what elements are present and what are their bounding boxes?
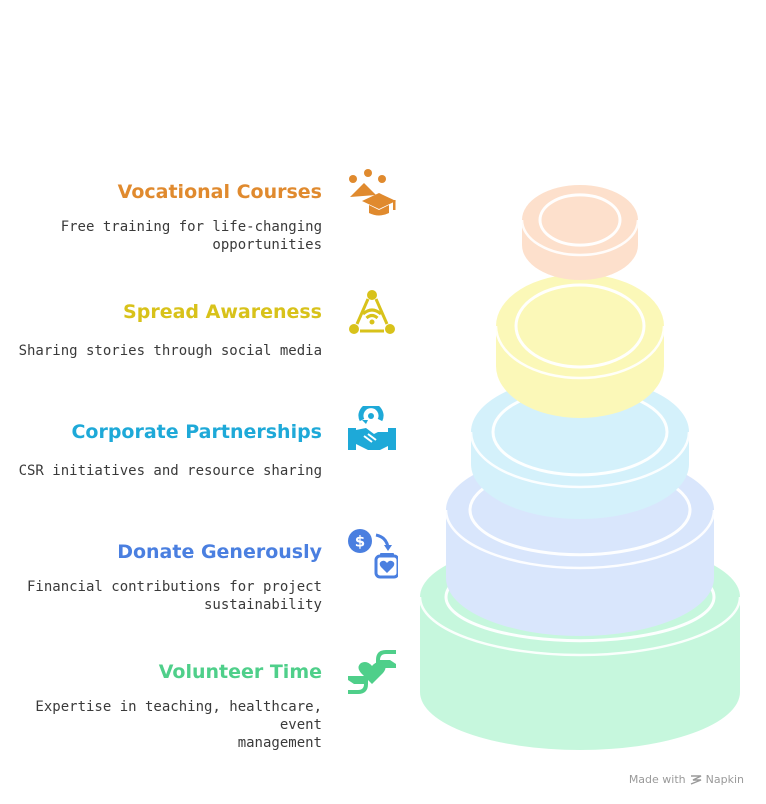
- hands-heart-icon: [348, 650, 396, 694]
- ring-edge-1: [418, 596, 742, 657]
- handshake-icon: [348, 406, 396, 450]
- ring-edge-5: [520, 219, 640, 257]
- ring-edge-3: [469, 431, 691, 489]
- ring-hole-5: [538, 193, 622, 247]
- napkin-logo-icon: [690, 774, 701, 785]
- level-desc-spread-awareness: Sharing stories through social media: [18, 343, 322, 359]
- watermark-prefix: Made with: [628, 773, 686, 786]
- network-broadcast-icon: [349, 290, 395, 334]
- ring-edge-2: [444, 509, 716, 570]
- ring-hole-4: [514, 283, 646, 369]
- level-title-corporate-partnerships: Corporate Partnerships: [71, 421, 322, 443]
- ring-edge-4: [494, 325, 666, 380]
- level-title-donate-generously: Donate Generously: [117, 541, 322, 563]
- watermark-brand: Napkin: [705, 773, 744, 786]
- ring-level-4: [494, 274, 666, 418]
- svg-text:$: $: [355, 533, 365, 551]
- napkin-watermark: Made with Napkin: [629, 773, 744, 786]
- ring-level-5: [520, 185, 640, 280]
- level-title-volunteer-time: Volunteer Time: [158, 661, 322, 683]
- ring-top-4: [496, 274, 664, 378]
- level-desc-volunteer-time: Expertise in teaching, healthcare, event…: [35, 699, 322, 751]
- level-title-spread-awareness: Spread Awareness: [123, 301, 322, 323]
- donation-jar-icon: $: [348, 529, 398, 579]
- level-title-vocational-courses: Vocational Courses: [117, 181, 322, 203]
- level-desc-corporate-partnerships: CSR initiatives and resource sharing: [18, 463, 322, 479]
- graduation-training-icon: [349, 169, 396, 216]
